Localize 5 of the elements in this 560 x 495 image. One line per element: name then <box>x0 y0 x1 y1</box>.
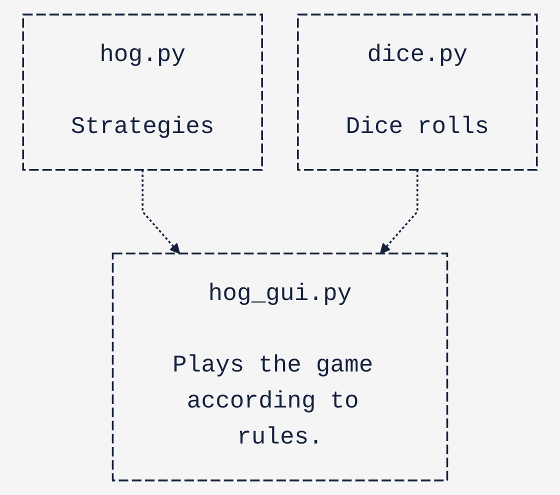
node-box: dice.py Dice rolls <box>297 14 538 171</box>
node-box: hog_gui.py Plays the game according to rules. <box>112 252 448 482</box>
arrow <box>142 170 180 254</box>
arrow <box>380 170 418 254</box>
node-box: hog.py Strategies <box>22 14 263 171</box>
